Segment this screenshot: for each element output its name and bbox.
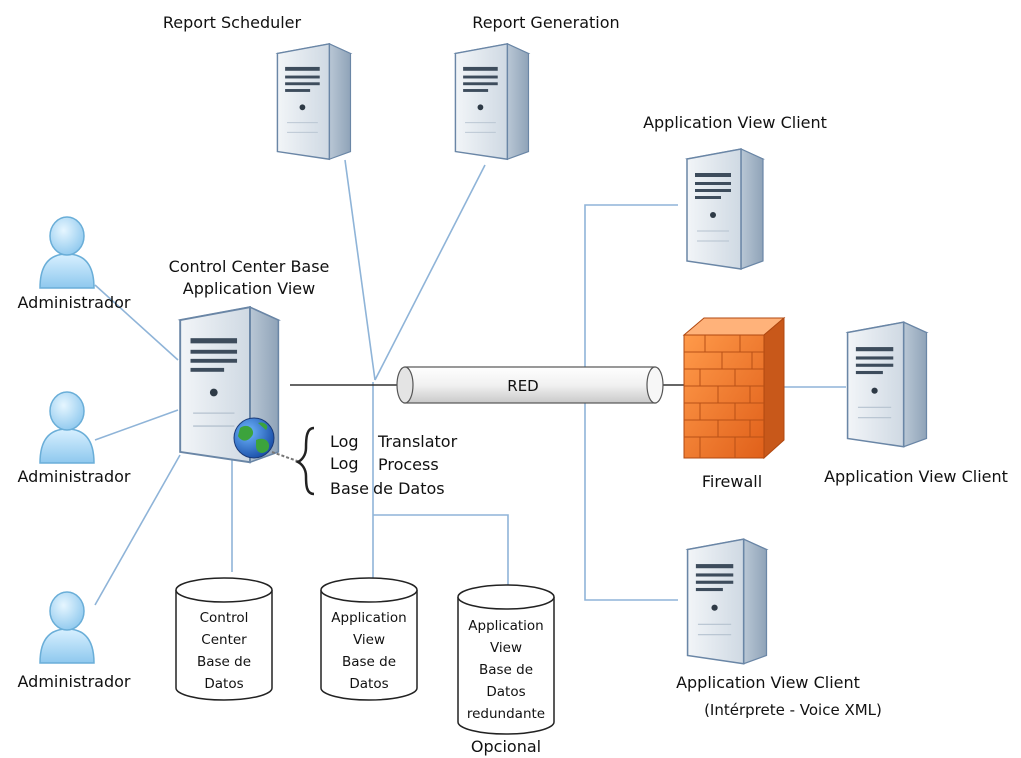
db-redundant-text: Application View Base de Datos redundant… [467, 618, 545, 722]
translator-label-line3: de Datos [373, 479, 445, 498]
link-admin-1 [94, 284, 179, 361]
globe-icon [233, 417, 275, 459]
app-view-client-top-label: Application View Client [643, 113, 827, 132]
network-pipe [396, 366, 664, 404]
firewall-label: Firewall [702, 472, 762, 491]
app-view-client-bottom-label-line2: (Intérprete - Voice XML) [704, 701, 882, 719]
link-generation [374, 164, 486, 381]
admin-3-label: Administrador [18, 672, 131, 691]
db-application-view-text: Application View Base de Datos [331, 610, 406, 692]
report-scheduler-label: Report Scheduler [163, 13, 302, 32]
database-redundant [457, 584, 555, 735]
app-view-client-top-server-icon [686, 148, 764, 270]
admin-1-label: Administrador [18, 293, 131, 312]
db-text-line: Datos [486, 684, 525, 700]
app-view-client-bottom-label-line1: Application View Client [676, 673, 860, 692]
db-text-line: Base de [342, 654, 396, 670]
network-label: RED [507, 377, 538, 395]
report-generation-label: Report Generation [472, 13, 619, 32]
db-text-line: View [353, 632, 385, 648]
admin-2-user-icon [39, 391, 95, 464]
report-scheduler-server-icon [276, 43, 352, 160]
link-redundant-db [373, 514, 509, 595]
app-view-client-right-server-icon [846, 321, 928, 448]
db-text-line: Center [201, 632, 247, 648]
database-control-center [175, 577, 273, 701]
optional-label: Opcional [471, 737, 541, 756]
db-text-line: Datos [349, 676, 388, 692]
database-application-view [320, 577, 418, 701]
report-generation-server-icon [454, 43, 530, 160]
log-brace [295, 426, 315, 496]
link-scheduler [344, 159, 376, 381]
db-text-line: Datos [204, 676, 243, 692]
db-text-line: Base de [479, 662, 533, 678]
admin-3-user-icon [39, 591, 95, 664]
app-view-client-right-label: Application View Client [824, 467, 1008, 486]
db-text-line: View [490, 640, 522, 656]
log-label-line2: Log [330, 454, 359, 473]
db-text-line: redundante [467, 706, 545, 722]
db-control-center-text: Control Center Base de Datos [197, 610, 251, 692]
log-label-line3: Base [330, 479, 369, 498]
app-view-client-bottom-server-icon [686, 538, 768, 665]
control-center-label-line1: Control Center Base [169, 257, 330, 276]
admin-1-user-icon [39, 216, 95, 289]
db-text-line: Control [200, 610, 249, 626]
firewall-icon [682, 316, 786, 460]
translator-label-line2: Process [378, 455, 439, 474]
link-admin-3 [94, 454, 181, 606]
admin-2-label: Administrador [18, 467, 131, 486]
log-label-line1: Log [330, 432, 359, 451]
db-text-line: Application [468, 618, 543, 634]
translator-label-line1: Translator [377, 432, 458, 451]
db-text-line: Application [331, 610, 406, 626]
db-text-line: Base de [197, 654, 251, 670]
control-center-label-line2: Application View [183, 279, 315, 298]
link-admin-2 [94, 409, 179, 441]
